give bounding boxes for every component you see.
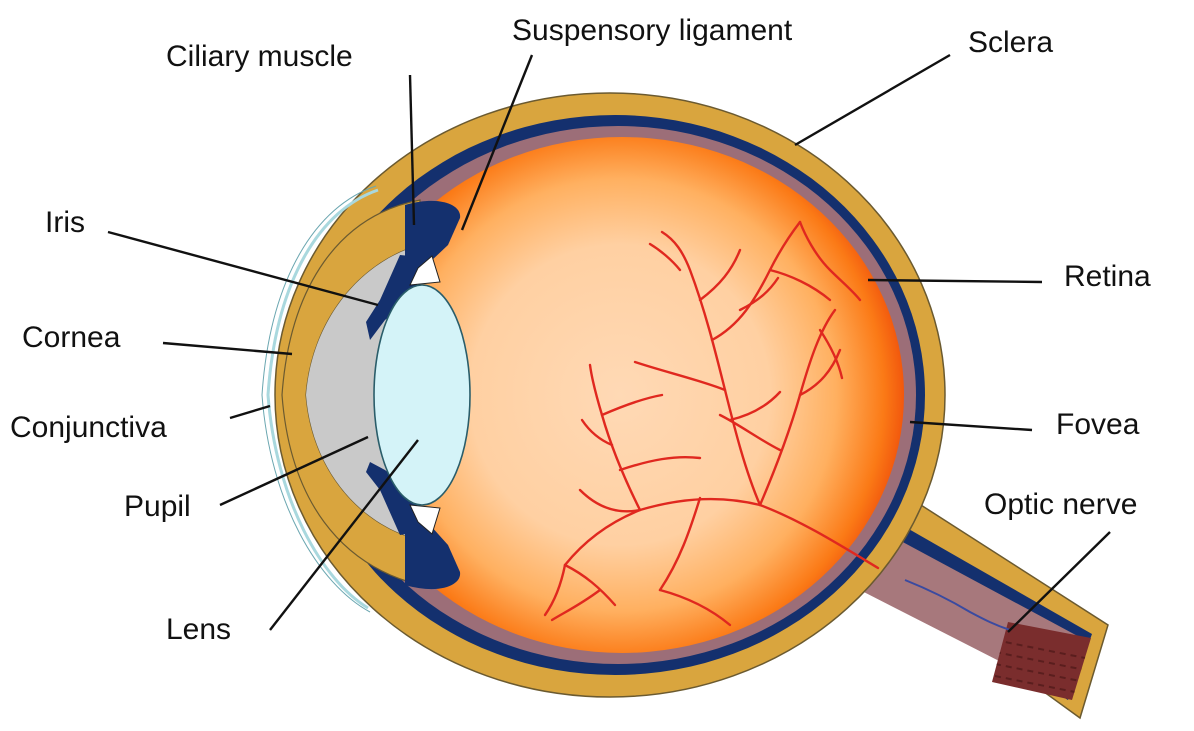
label-cornea: Cornea	[22, 323, 120, 353]
label-suspensory-ligament: Suspensory ligament	[512, 16, 792, 46]
label-lens: Lens	[166, 615, 231, 645]
label-ciliary-muscle: Ciliary muscle	[166, 42, 353, 72]
leader-sclera	[795, 55, 950, 145]
label-iris: Iris	[45, 208, 85, 238]
lens	[374, 285, 470, 505]
label-retina: Retina	[1064, 262, 1151, 292]
label-conjunctiva: Conjunctiva	[10, 413, 167, 443]
label-fovea: Fovea	[1056, 410, 1139, 440]
label-sclera: Sclera	[968, 28, 1053, 58]
label-pupil: Pupil	[124, 492, 191, 522]
label-optic-nerve: Optic nerve	[984, 490, 1137, 520]
